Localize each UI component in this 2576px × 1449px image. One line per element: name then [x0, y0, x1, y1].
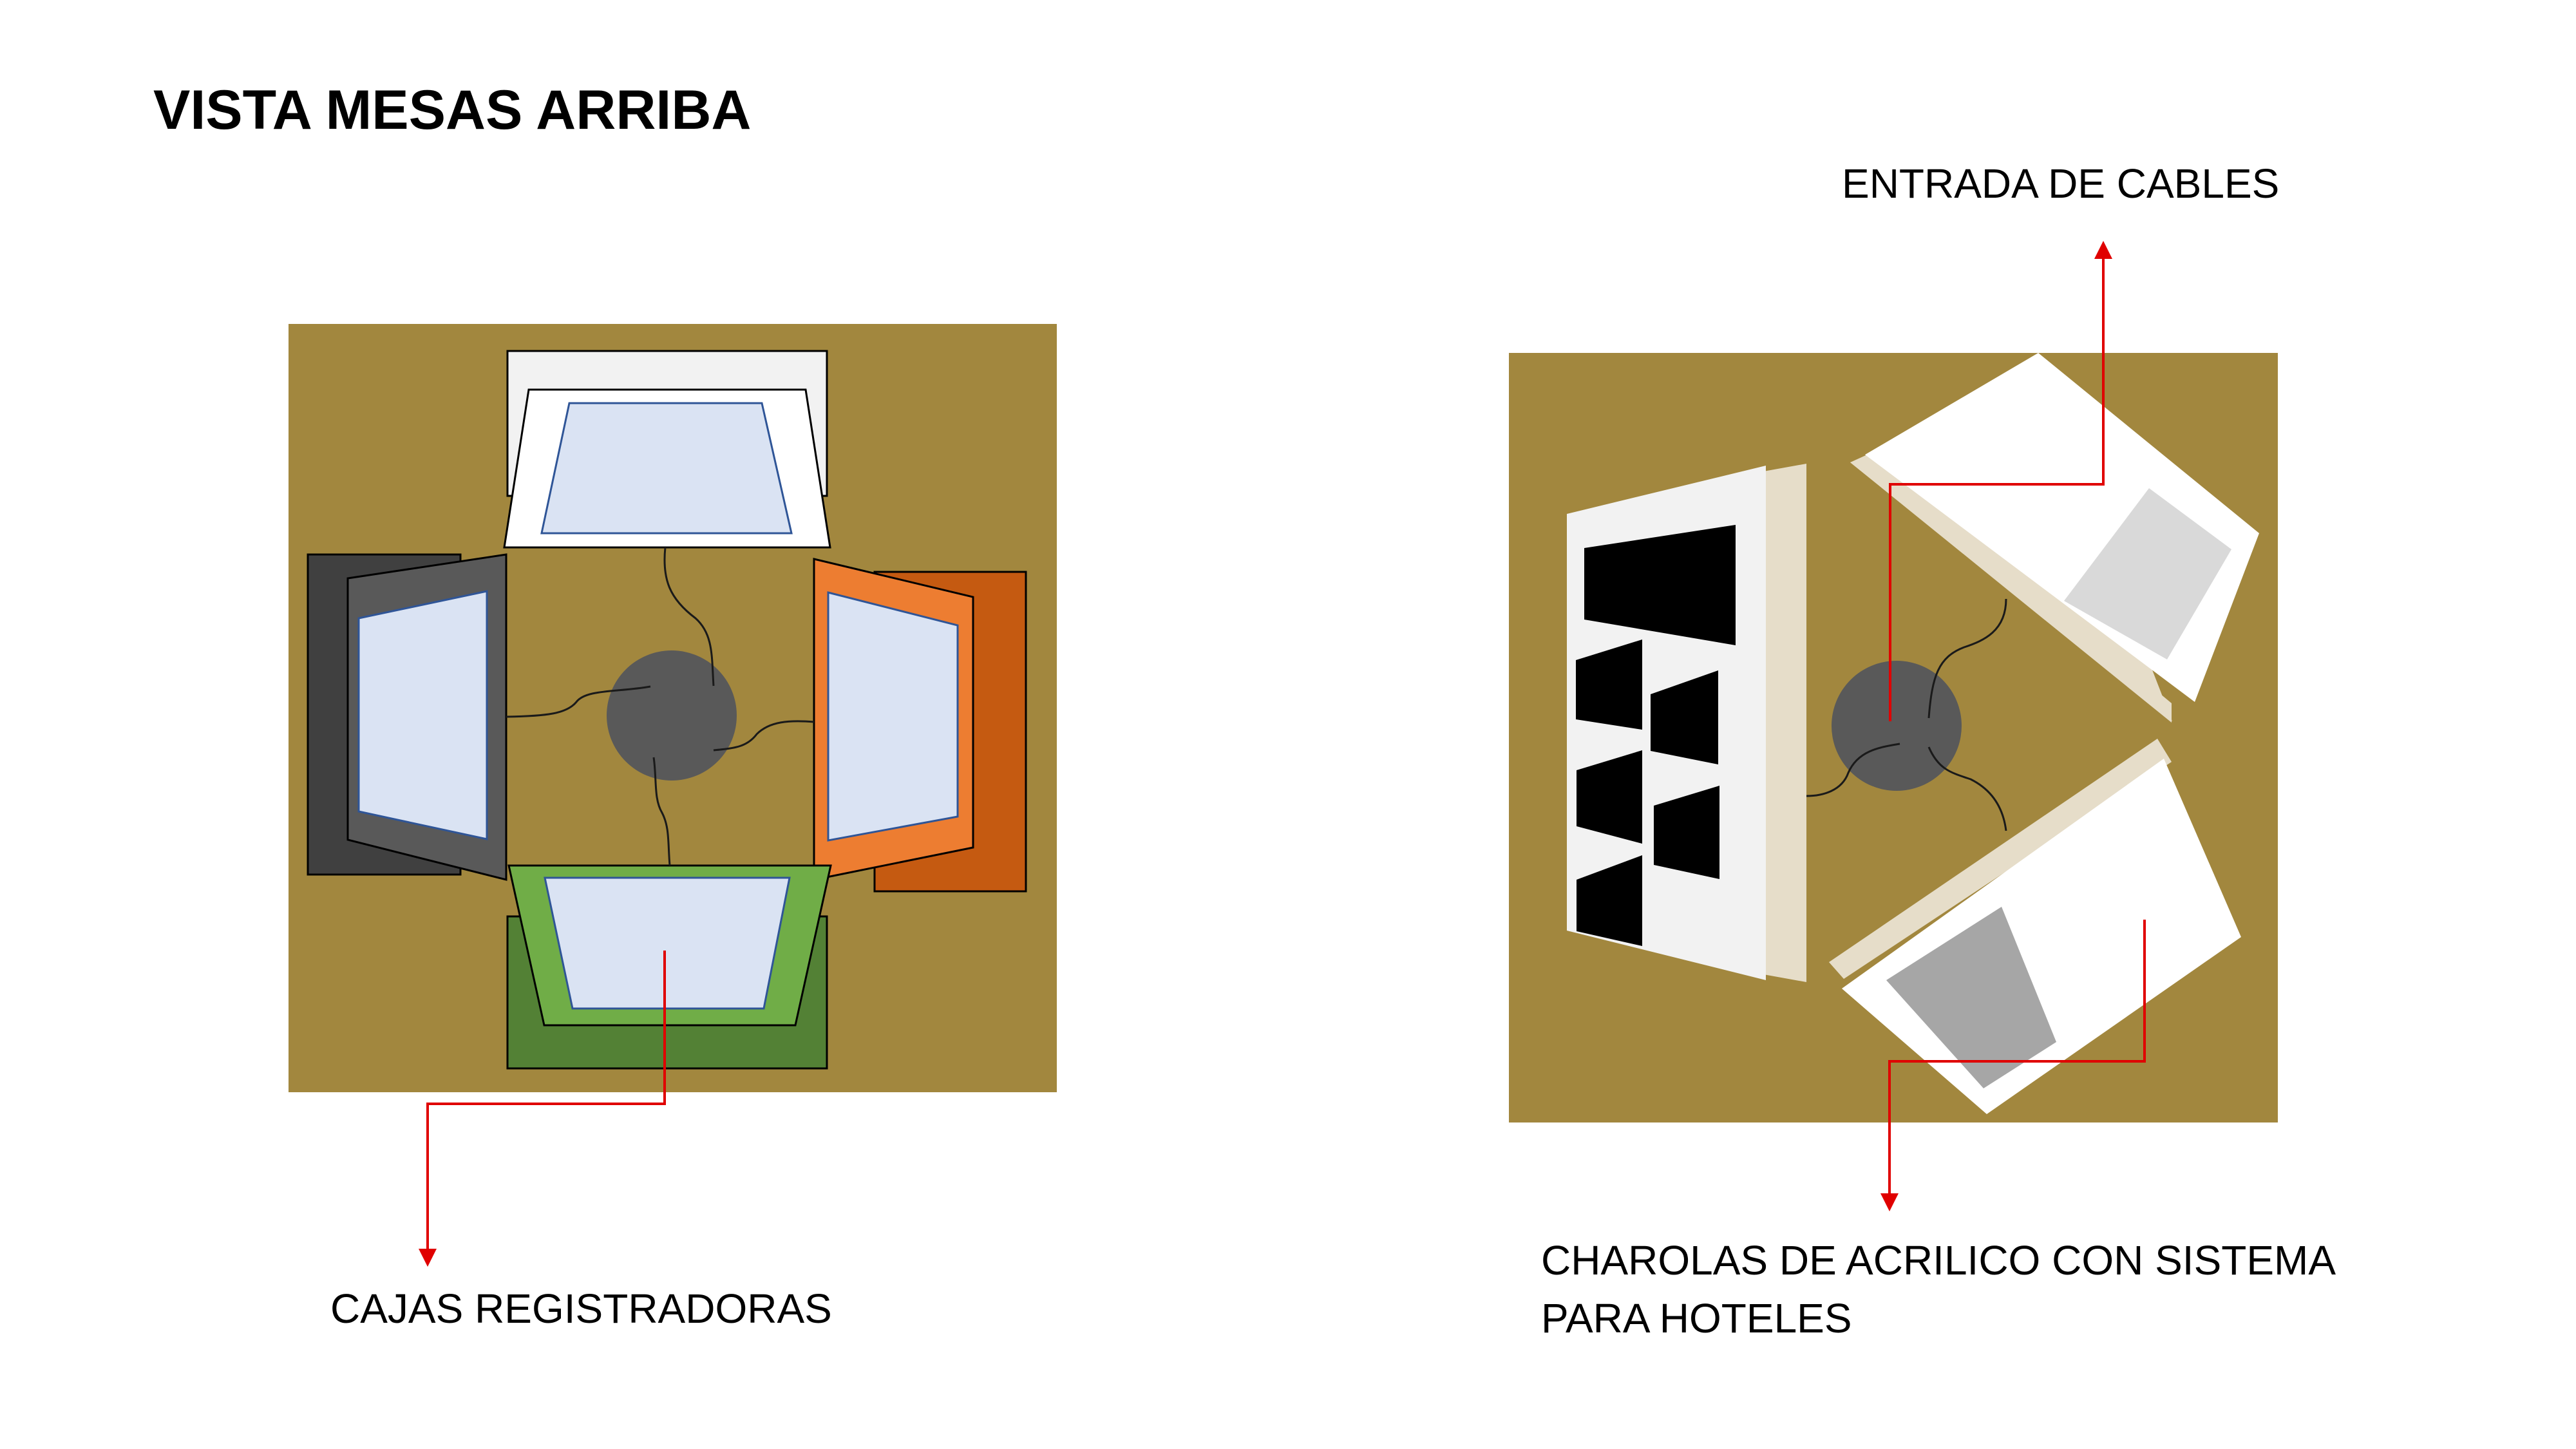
cable-left	[506, 685, 651, 718]
tray-top	[1850, 353, 2259, 723]
register-white-screen	[540, 402, 793, 535]
leader-cajas	[419, 951, 666, 1267]
cable-bottom	[652, 757, 671, 866]
slot-3	[1651, 670, 1718, 764]
register-green-screen	[544, 876, 791, 1010]
leader-lines	[419, 241, 2146, 1267]
page-title: VISTA MESAS ARRIBA	[153, 79, 752, 141]
tray-bottom	[1829, 739, 2241, 1114]
cable-to-bottom-tray	[1927, 746, 2007, 831]
slot-2	[1576, 639, 1642, 730]
right-cables	[1806, 598, 2007, 831]
slot-5	[1654, 786, 1719, 879]
leader-charolas	[1880, 920, 2146, 1211]
label-charolas: CHAROLAS DE ACRILICO CON SISTEMA PARA HO…	[1541, 1231, 2336, 1347]
left-cables	[506, 547, 815, 866]
tray-bottom-shadow	[1829, 739, 2172, 979]
tray-top-shadow-strip	[1850, 456, 2172, 723]
right-table-group	[1509, 353, 2278, 1122]
cable-to-vertical-tray	[1806, 743, 1900, 797]
left-table-group	[289, 324, 1057, 1092]
slot-4	[1577, 750, 1642, 844]
left-cable-hub	[607, 650, 737, 781]
slot-1	[1584, 525, 1736, 645]
cable-to-top-tray	[1927, 598, 2007, 719]
leader-cables	[1889, 241, 2112, 721]
label-entrada-de-cables: ENTRADA DE CABLES	[1842, 160, 2280, 207]
cable-right	[713, 720, 815, 752]
tray-vertical	[1567, 464, 1806, 982]
label-charolas-line2: PARA HOTELES	[1541, 1295, 1852, 1341]
register-green	[506, 864, 832, 1070]
register-white	[503, 350, 831, 549]
register-dark	[307, 553, 507, 881]
label-cajas-registradoras: CAJAS REGISTRADORAS	[330, 1285, 832, 1332]
slot-6	[1577, 855, 1642, 946]
register-orange	[813, 558, 1027, 893]
cable-top	[663, 547, 715, 687]
label-charolas-line1: CHAROLAS DE ACRILICO CON SISTEMA	[1541, 1237, 2336, 1283]
right-cable-hub	[1832, 661, 1962, 791]
register-orange-screen	[827, 591, 959, 842]
tray-top-card	[2064, 488, 2231, 659]
register-dark-screen	[357, 590, 488, 840]
tray-bottom-card	[1886, 907, 2056, 1088]
